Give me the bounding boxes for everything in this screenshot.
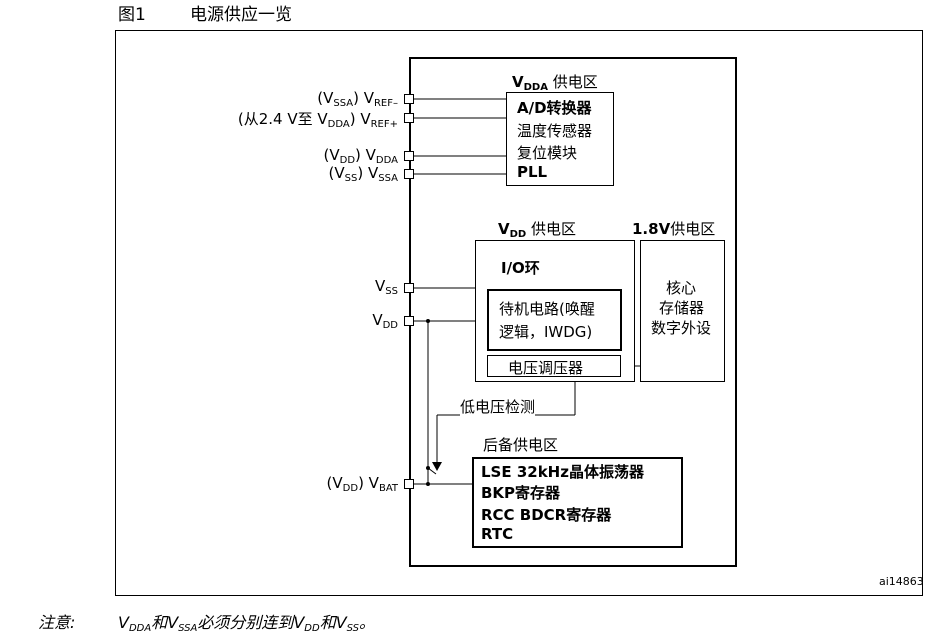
vdd-label: VDD xyxy=(372,311,398,331)
vref-plus-label: (从2.4 V至 VDDA) VREF+ xyxy=(237,110,398,130)
v18-domain-box: 核心 存储器 数字外设 xyxy=(640,240,725,382)
backup-domain-box: LSE 32kHz晶体振荡器 BKP寄存器 RCC BDCR寄存器 RTC xyxy=(472,457,683,548)
pin-vdd xyxy=(404,316,414,326)
vdda-domain-box: A/D转换器 温度传感器 复位模块 PLL xyxy=(506,92,614,186)
vdda-label: (VDD) VDDA xyxy=(323,146,399,166)
figure-title: 电源供应一览 xyxy=(190,5,292,25)
vdd-domain-box: I/O环 待机电路(唤醒 逻辑，IWDG) 电压调压器 xyxy=(475,240,635,382)
reset-module-label: 复位模块 xyxy=(517,144,578,162)
core-label: 核心 xyxy=(666,279,697,297)
chip-boundary xyxy=(409,57,737,567)
pin-vdda xyxy=(404,151,414,161)
memory-label: 存储器 xyxy=(659,299,705,317)
temp-sensor-label: 温度传感器 xyxy=(517,122,593,140)
pin-vref-plus xyxy=(404,113,414,123)
vssa-label: (VSS) VSSA xyxy=(328,164,398,184)
figure-label: 图1 xyxy=(118,5,146,25)
figure-id: ai14863 xyxy=(879,575,924,588)
digital-peripherals-label: 数字外设 xyxy=(651,319,712,337)
adc-label: A/D转换器 xyxy=(517,99,592,117)
vss-label: VSS xyxy=(375,277,398,297)
bkp-label: BKP寄存器 xyxy=(481,484,561,502)
pin-vss xyxy=(404,283,414,293)
rcc-bdcr-label: RCC BDCR寄存器 xyxy=(481,506,612,524)
pll-label: PLL xyxy=(517,163,548,181)
low-voltage-detect-label: 低电压检测 xyxy=(460,396,536,417)
pin-vbat xyxy=(404,479,414,489)
note-text: VDDA和VSSA必须分别连到VDD和VSS。 xyxy=(118,613,376,634)
pin-vref-minus xyxy=(404,94,414,104)
backup-domain-title: 后备供电区 xyxy=(483,436,559,454)
regulator-label: 电压调压器 xyxy=(508,359,584,377)
v18-domain-title: 1.8V供电区 xyxy=(632,220,716,238)
vbat-label: (VDD) VBAT xyxy=(326,474,398,494)
vdda-domain-title: VDDA 供电区 xyxy=(512,73,598,93)
rtc-label: RTC xyxy=(481,525,514,543)
io-ring-label: I/O环 xyxy=(501,259,540,277)
pin-vssa xyxy=(404,169,414,179)
lse-label: LSE 32kHz晶体振荡器 xyxy=(481,463,644,481)
vdd-domain-title: VDD 供电区 xyxy=(498,220,576,240)
diagram-frame xyxy=(115,30,923,596)
standby-line1: 待机电路(唤醒 xyxy=(499,300,595,318)
regulator-box: 电压调压器 xyxy=(487,355,621,377)
note-label: 注意: xyxy=(38,613,76,632)
vref-minus-label: (VSSA) VREF– xyxy=(317,89,398,109)
standby-box: 待机电路(唤醒 逻辑，IWDG) xyxy=(487,289,622,351)
standby-line2: 逻辑，IWDG) xyxy=(499,323,593,341)
